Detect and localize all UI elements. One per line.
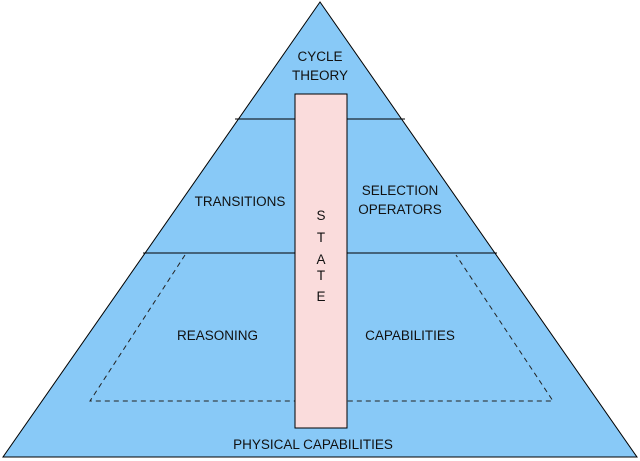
state-letter-s: S [316, 208, 326, 223]
selection-operators-label: SELECTION OPERATORS [345, 181, 455, 219]
selection-operators-line-1: SELECTION [361, 183, 439, 198]
apex-label-line-1: CYCLE [297, 49, 343, 64]
state-letter-t1: T [316, 230, 326, 245]
state-letter-e: E [316, 289, 326, 304]
selection-operators-line-2: OPERATORS [358, 202, 442, 217]
reasoning-label: REASONING [176, 328, 258, 343]
state-letter-a: A [316, 252, 326, 267]
capabilities-label: CAPABILITIES [365, 328, 455, 343]
physical-capabilities-label: PHYSICAL CAPABILITIES [233, 437, 393, 452]
apex-label-line-2: THEORY [291, 68, 348, 83]
transitions-label: TRANSITIONS [194, 194, 286, 209]
state-bar [294, 93, 348, 429]
state-letter-t2: T [316, 268, 326, 283]
apex-label: CYCLE THEORY [270, 47, 370, 85]
